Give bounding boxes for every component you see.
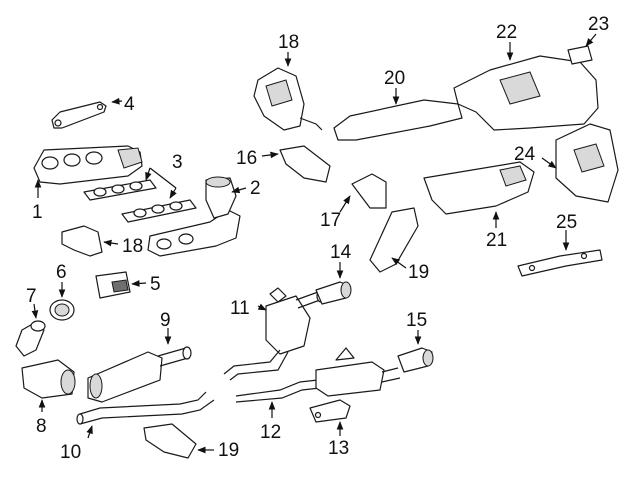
part-7-pipe-connector [15, 303, 46, 357]
callout-19-top: 19 [408, 262, 429, 283]
callout-25: 25 [556, 212, 577, 233]
callout-1: 1 [32, 202, 43, 223]
callout-5: 5 [150, 274, 161, 295]
callout-14: 14 [330, 242, 352, 263]
part-3-gaskets [83, 167, 197, 223]
callout-2: 2 [250, 178, 261, 199]
callout-12: 12 [260, 422, 281, 443]
part-20-heat-shield [333, 88, 463, 141]
callout-9: 9 [160, 310, 171, 331]
part-18-heat-shield-left [61, 225, 119, 257]
part-19-heat-shield-bottom [143, 423, 214, 459]
part-5-clip [95, 271, 147, 299]
callout-20: 20 [384, 68, 405, 89]
part-2-exhaust-manifold [147, 176, 247, 257]
part-22-heat-shield [453, 42, 599, 131]
part-21-heat-shield [423, 161, 535, 228]
part-16-heat-shield [261, 145, 331, 183]
callout-16: 16 [236, 148, 257, 169]
callout-10: 10 [60, 442, 81, 463]
part-4-bracket [51, 97, 123, 129]
callout-19-bottom: 19 [218, 440, 239, 461]
part-12-rear-muffler [235, 347, 401, 418]
part-19-heat-shield-top [369, 207, 419, 273]
part-15-exhaust-tip [397, 330, 434, 373]
callout-11: 11 [230, 298, 250, 319]
callout-7: 7 [26, 286, 37, 307]
callout-15: 15 [406, 310, 427, 331]
part-13-bracket [309, 399, 351, 436]
callout-18-top: 18 [278, 32, 299, 53]
callout-13: 13 [328, 438, 349, 459]
part-18-heat-shield-top [253, 52, 323, 131]
callout-4: 4 [124, 94, 135, 115]
part-6-clamp [49, 282, 75, 321]
part-1-exhaust-manifold [33, 145, 143, 198]
part-25-bracket [517, 230, 603, 277]
part-8-catalytic-converter [21, 359, 76, 412]
callout-6: 6 [56, 262, 67, 283]
callout-21: 21 [486, 230, 507, 251]
callout-24: 24 [514, 144, 536, 165]
callout-22: 22 [496, 22, 517, 43]
part-14-exhaust-tip [315, 262, 352, 305]
callout-8: 8 [36, 416, 47, 437]
part-24-heat-shield [541, 123, 619, 203]
callout-18-bottom: 18 [122, 236, 143, 257]
callout-23: 23 [588, 14, 609, 35]
part-10-front-pipe [76, 391, 215, 439]
part-17-heat-shield [339, 173, 387, 213]
callout-3: 3 [172, 152, 183, 173]
callout-17: 17 [320, 210, 341, 231]
part-23-bracket [567, 33, 597, 65]
part-9-converter-pipe [87, 328, 192, 403]
